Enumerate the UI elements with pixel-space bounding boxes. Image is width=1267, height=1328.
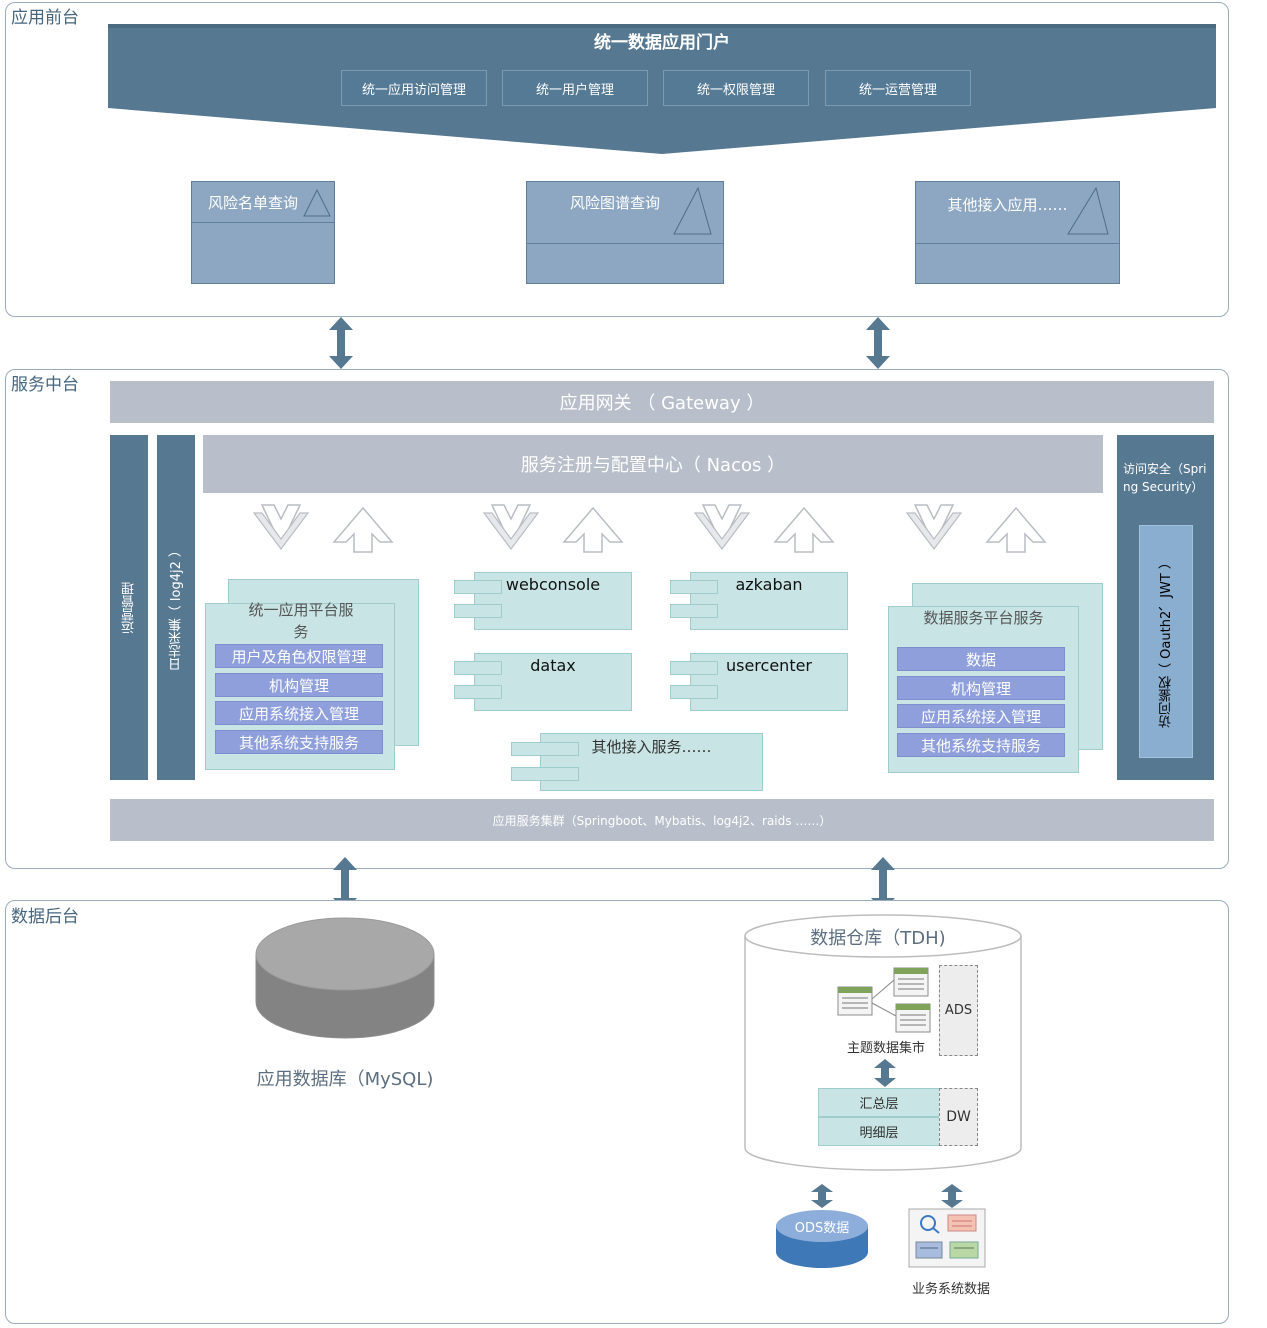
table-icon-group xyxy=(837,967,931,1033)
portal-item-permission[interactable]: 统一权限管理 xyxy=(663,70,809,106)
unified-platform-title: 统一应用平台服务 xyxy=(248,601,354,641)
double-arrow-left xyxy=(329,317,353,369)
divider xyxy=(192,222,334,223)
component-azkaban[interactable]: azkaban xyxy=(690,572,848,630)
component-tab xyxy=(454,580,502,594)
portal-banner xyxy=(108,24,1216,154)
business-system-label: 业务系统数据 xyxy=(911,1282,990,1297)
component-usercenter-label: usercenter xyxy=(725,656,813,675)
detail-label: 明细层 xyxy=(859,1126,899,1141)
component-tab xyxy=(511,767,579,781)
component-tab xyxy=(454,604,502,618)
ods-label: ODS数据 xyxy=(794,1221,850,1236)
chip-data-other-support[interactable]: 其他系统支持服务 xyxy=(897,733,1065,757)
double-arrow-warehouse xyxy=(871,857,895,911)
component-other[interactable]: 其他接入服务…… xyxy=(540,733,763,791)
chip-data-app-access[interactable]: 应用系统接入管理 xyxy=(897,704,1065,728)
double-arrow-ods xyxy=(811,1184,833,1208)
updown-arrows xyxy=(253,504,1046,553)
component-tab xyxy=(670,661,718,675)
portal-item-operation[interactable]: 统一运营管理 xyxy=(825,70,971,106)
mysql-label: 应用数据库（MySQL) xyxy=(256,1069,434,1090)
summary-label: 汇总层 xyxy=(859,1097,899,1112)
service-cluster-bar[interactable]: 应用服务集群（Springboot、Mybatis、log4j2、raids …… xyxy=(110,799,1214,841)
app-risk-graph[interactable]: 风险图谱查询 xyxy=(526,181,724,284)
component-tab xyxy=(511,742,579,756)
double-arrow-right xyxy=(866,317,890,369)
app-risk-graph-label: 风险图谱查询 xyxy=(569,193,660,212)
ops-bar[interactable]: 运营管理 xyxy=(110,435,148,780)
security-title: 访问安全（Spring Security） xyxy=(1123,462,1207,494)
auth-label: 访问鉴权（ Oauth2、JWT ） xyxy=(1158,555,1174,728)
ops-label: 运营管理 xyxy=(121,581,137,634)
mysql-database-icon[interactable] xyxy=(254,914,436,1042)
app-risk-list[interactable]: 风险名单查询 xyxy=(191,181,335,284)
component-tab xyxy=(670,580,718,594)
back-panel xyxy=(5,900,1229,1324)
log-label: 日志采集（ log4j2 ） xyxy=(168,544,184,671)
log-bar[interactable]: 日志采集（ log4j2 ） xyxy=(157,435,195,780)
nacos-bar[interactable]: 服务注册与配置中心（ Nacos ） xyxy=(203,435,1103,493)
chip-user-role[interactable]: 用户及角色权限管理 xyxy=(215,644,383,668)
component-tab xyxy=(454,661,502,675)
component-tab xyxy=(670,685,718,699)
portal-item-user[interactable]: 统一用户管理 xyxy=(502,70,648,106)
triangle-icon xyxy=(303,188,331,217)
double-arrow-biz xyxy=(941,1184,963,1208)
ads-box[interactable]: ADS xyxy=(939,965,978,1056)
dw-label: DW xyxy=(946,1109,971,1125)
component-tab xyxy=(454,685,502,699)
portal-item-app-access[interactable]: 统一应用访问管理 xyxy=(341,70,487,106)
chip-app-access[interactable]: 应用系统接入管理 xyxy=(215,701,383,725)
dw-box[interactable]: DW xyxy=(939,1088,978,1146)
triangle-icon xyxy=(1067,186,1109,235)
app-other-label: 其他接入应用…… xyxy=(947,195,1068,214)
component-webconsole-label: webconsole xyxy=(505,575,601,594)
double-arrow-mysql xyxy=(333,857,357,911)
back-panel-title: 数据后台 xyxy=(11,907,79,927)
app-risk-list-label: 风险名单查询 xyxy=(207,193,298,212)
security-column[interactable]: 访问安全（Spring Security） 访问鉴权（ Oauth2、JWT ） xyxy=(1117,435,1214,780)
app-other[interactable]: 其他接入应用…… xyxy=(915,181,1120,284)
component-azkaban-label: azkaban xyxy=(735,575,803,594)
chip-other-support[interactable]: 其他系统支持服务 xyxy=(215,730,383,754)
detail-layer[interactable]: 明细层 xyxy=(818,1117,940,1146)
divider xyxy=(916,243,1119,244)
data-platform-title: 数据服务平台服务 xyxy=(923,609,1044,627)
portal-title: 统一数据应用门户 xyxy=(594,33,730,53)
business-system-icon[interactable] xyxy=(908,1208,986,1268)
warehouse-label: 数据仓库（TDH) xyxy=(810,928,946,949)
ods-database-icon[interactable] xyxy=(774,1208,870,1270)
triangle-icon xyxy=(673,186,712,235)
component-datax-label: datax xyxy=(530,656,576,675)
summary-layer[interactable]: 汇总层 xyxy=(818,1088,940,1117)
double-arrow-mart-dw xyxy=(874,1059,896,1087)
gateway-bar[interactable]: 应用网关 （ Gateway ） xyxy=(110,381,1214,423)
mart-label: 主题数据集市 xyxy=(846,1041,925,1056)
chip-org[interactable]: 机构管理 xyxy=(215,673,383,697)
ads-label: ADS xyxy=(944,1003,973,1018)
auth-box[interactable]: 访问鉴权（ Oauth2、JWT ） xyxy=(1139,525,1193,758)
chip-data-org[interactable]: 机构管理 xyxy=(897,676,1065,700)
component-other-label: 其他接入服务…… xyxy=(591,738,712,756)
middle-panel-title: 服务中台 xyxy=(11,375,79,395)
component-tab xyxy=(670,604,718,618)
divider xyxy=(527,243,723,244)
front-panel-title: 应用前台 xyxy=(11,8,79,28)
chip-data[interactable]: 数据 xyxy=(897,647,1065,671)
